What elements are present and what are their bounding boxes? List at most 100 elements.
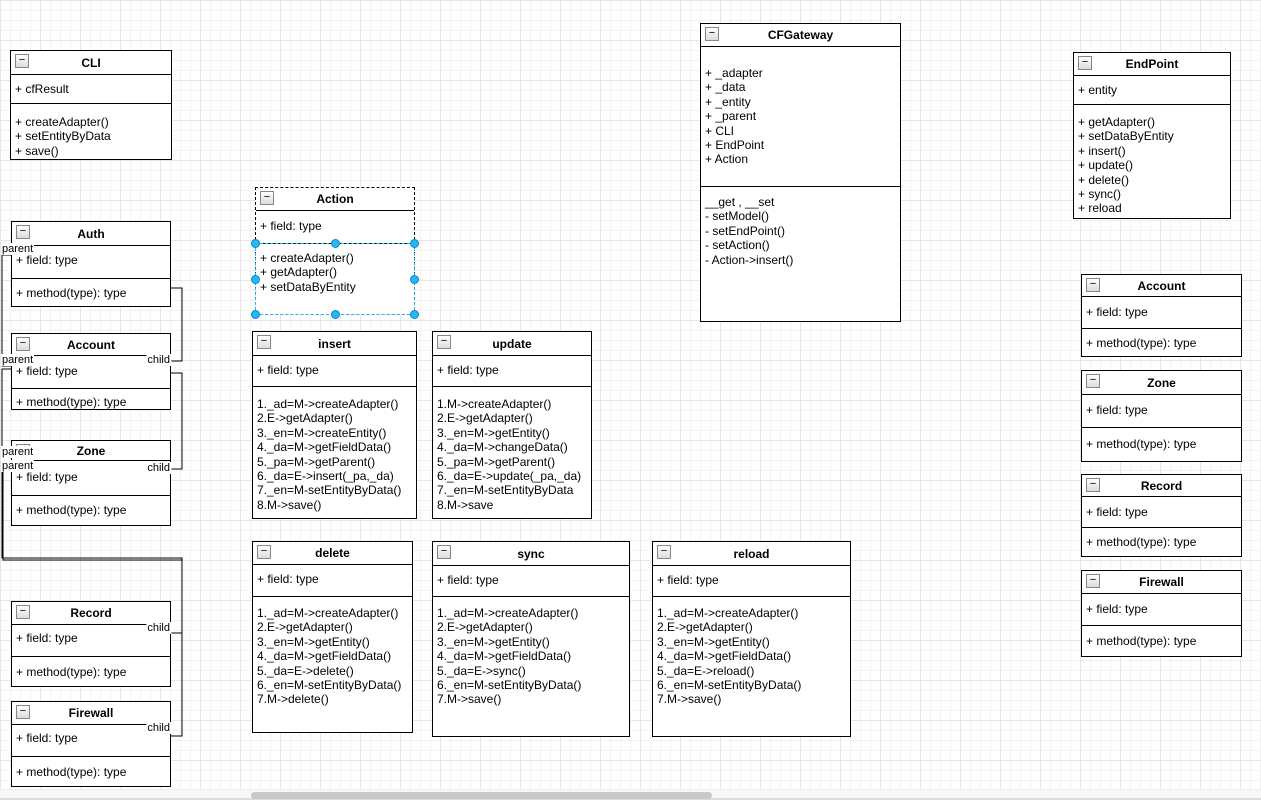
member-row[interactable]: + field: type <box>16 470 78 484</box>
member-row[interactable]: 7._en=M-setEntityByData() <box>257 483 402 498</box>
member-row[interactable]: 7._en=M-setEntityByData <box>437 483 574 498</box>
member-row[interactable]: + field: type <box>257 572 319 586</box>
edge-label-child[interactable]: child <box>146 354 171 366</box>
compartment-fields[interactable]: + field: type <box>1082 296 1241 328</box>
member-row[interactable]: 6._en=M-setEntityByData() <box>257 677 402 692</box>
compartment-methods[interactable]: 1._ad=M->createAdapter()2.E->getAdapter(… <box>653 596 850 736</box>
member-row[interactable]: 1.M->createAdapter() <box>437 397 552 411</box>
member-row[interactable]: + field: type <box>16 731 78 745</box>
class-cfgateway[interactable]: −CFGateway+ _adapter+ _data+ _entity+ _p… <box>700 23 901 322</box>
class-header[interactable]: −delete <box>253 542 412 564</box>
member-row[interactable]: + setEntityByData <box>15 129 111 144</box>
member-row[interactable]: 2.E->getAdapter() <box>257 411 353 426</box>
member-row[interactable]: 1._ad=M->createAdapter() <box>437 606 579 620</box>
edge-auth-account-left[interactable] <box>1 254 11 367</box>
member-row[interactable]: + field: type <box>437 363 499 377</box>
member-row[interactable]: + field: type <box>437 573 499 587</box>
compartment-fields[interactable]: + field: type <box>12 245 170 278</box>
member-row[interactable]: + entity <box>1078 83 1118 97</box>
class-header[interactable]: −Action <box>256 188 414 210</box>
class-endpoint[interactable]: −EndPoint + entity + getAdapter()+ setData… <box>1073 52 1231 219</box>
member-row[interactable]: + method(type): type <box>1086 634 1197 648</box>
member-row[interactable]: + save() <box>15 143 59 158</box>
compartment-methods[interactable]: + method(type): type <box>1082 328 1241 356</box>
horizontal-scrollbar[interactable] <box>0 789 1261 800</box>
member-row[interactable]: + delete() <box>1078 172 1130 187</box>
member-row[interactable]: - setEndPoint() <box>705 223 786 238</box>
member-row[interactable]: 1._ad=M->createAdapter() <box>257 397 399 411</box>
compartment-fields[interactable]: + field: type <box>256 210 414 243</box>
collapse-icon[interactable]: − <box>16 705 30 719</box>
class-header[interactable]: −Zone <box>12 441 170 460</box>
member-row[interactable]: + CLI <box>705 123 735 138</box>
class-auth[interactable]: −Auth+ field: type+ method(type): type <box>11 221 171 307</box>
edge-label-parent[interactable]: parent <box>1 460 35 472</box>
member-row[interactable]: + method(type): type <box>1086 336 1197 350</box>
compartment-fields[interactable]: + field: type <box>12 724 170 756</box>
class-header[interactable]: −Auth <box>12 222 170 245</box>
member-row[interactable]: + _parent <box>705 109 757 124</box>
class-header[interactable]: −Firewall <box>1082 571 1241 593</box>
compartment-fields[interactable]: + field: type <box>1082 593 1241 625</box>
member-row[interactable]: 4._da=M->getFieldData() <box>257 440 392 455</box>
edge-auth-account-right[interactable] <box>171 287 183 362</box>
edge-label-parent[interactable]: parent <box>1 354 35 366</box>
member-row[interactable]: 1._ad=M->createAdapter() <box>657 606 799 620</box>
compartment-fields[interactable]: + field: type <box>433 565 629 596</box>
collapse-icon[interactable]: − <box>16 225 30 239</box>
scrollbar-thumb[interactable] <box>251 792 712 799</box>
compartment-fields[interactable]: + field: type <box>433 355 591 386</box>
member-row[interactable]: + field: type <box>1086 403 1148 417</box>
collapse-icon[interactable]: − <box>257 335 271 349</box>
member-row[interactable]: + insert() <box>1078 143 1126 158</box>
compartment-methods[interactable]: + getAdapter()+ setDataByEntity+ insert(… <box>1074 104 1230 218</box>
edge-label-child[interactable]: child <box>146 622 171 634</box>
member-row[interactable]: + method(type): type <box>16 765 127 779</box>
member-row[interactable]: + field: type <box>1086 505 1148 519</box>
member-row[interactable]: 7.M->save() <box>437 692 502 707</box>
class-header[interactable]: −CFGateway <box>701 24 900 46</box>
member-row[interactable]: 2.E->getAdapter() <box>437 620 533 635</box>
class-account-right[interactable]: −Account+ field: type+ method(type): typ… <box>1081 274 1242 357</box>
member-row[interactable]: + getAdapter() <box>260 265 338 280</box>
compartment-fields[interactable]: + field: type <box>1082 394 1241 427</box>
edge-account-zone-right[interactable] <box>171 372 183 470</box>
selection-handle-w[interactable] <box>251 274 260 284</box>
member-row[interactable]: + method(type): type <box>1086 437 1197 451</box>
member-row[interactable]: + method(type): type <box>16 665 127 679</box>
member-row[interactable]: 3._en=M->getEntity() <box>257 634 370 649</box>
class-firewall-left[interactable]: −Firewall+ field: type+ method(type): ty… <box>11 701 171 787</box>
compartment-methods[interactable]: + method(type): type <box>12 278 170 306</box>
compartment-methods[interactable]: + method(type): type <box>1082 527 1241 556</box>
compartment-fields[interactable]: + field: type <box>12 460 170 495</box>
member-row[interactable]: - setAction() <box>705 238 770 253</box>
member-row[interactable]: 4._da=M->getFieldData() <box>437 649 572 664</box>
member-row[interactable]: + cfResult <box>15 82 69 96</box>
member-row[interactable]: + method(type): type <box>1086 535 1197 549</box>
edge-label-child[interactable]: child <box>146 722 171 734</box>
member-row[interactable]: + Action <box>705 152 749 167</box>
class-action[interactable]: −Action+ field: type+ createAdapter()+ g… <box>251 187 419 319</box>
edge-label-parent[interactable]: parent <box>1 243 35 255</box>
member-row[interactable]: 2.E->getAdapter() <box>437 411 533 426</box>
compartment-methods[interactable]: + method(type): type <box>12 756 170 786</box>
compartment-fields[interactable]: + field: type <box>1082 496 1241 527</box>
compartment-methods[interactable]: + createAdapter()+ setEntityByData+ save… <box>11 103 171 159</box>
compartment-methods[interactable]: + createAdapter()+ getAdapter()+ setData… <box>251 239 419 319</box>
member-row[interactable]: + setDataByEntity <box>260 279 356 294</box>
compartment-methods[interactable]: __get , __set- setModel()- setEndPoint()… <box>701 186 900 321</box>
member-row[interactable]: + method(type): type <box>16 395 127 409</box>
class-delete[interactable]: −delete + field: type 1._ad=M->createAdapt… <box>252 541 413 733</box>
class-record-right[interactable]: −Record+ field: type+ method(type): type <box>1081 474 1242 557</box>
selection-handle-nw[interactable] <box>251 239 260 248</box>
compartment-fields[interactable]: + field: type <box>253 564 412 596</box>
class-header[interactable]: −CLI <box>11 51 171 74</box>
member-row[interactable]: + EndPoint <box>705 137 765 152</box>
member-row[interactable]: 1._ad=M->createAdapter() <box>257 606 399 620</box>
class-header[interactable]: −EndPoint <box>1074 53 1230 75</box>
class-zone-left[interactable]: −Zone+ field: type+ method(type): type <box>11 440 171 526</box>
compartment-methods[interactable]: + method(type): type <box>1082 427 1241 461</box>
member-row[interactable]: + field: type <box>257 363 319 377</box>
